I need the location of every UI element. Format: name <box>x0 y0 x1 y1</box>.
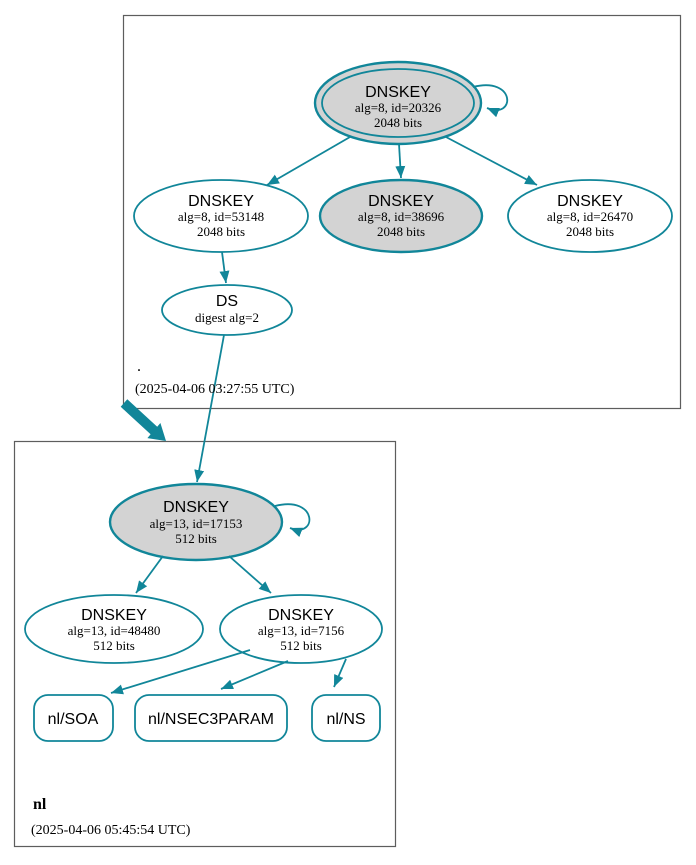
ds-title: DS <box>216 293 238 310</box>
dnskey-node-17153[interactable] <box>108 482 284 562</box>
edge-zsk7156-to-soa <box>110 649 251 695</box>
rrset-node-nl-ns[interactable] <box>311 694 381 742</box>
edge-ksk17153-selfsign <box>274 503 311 538</box>
edge-ksk20326-to-zsk26470 <box>445 136 538 186</box>
ds-detail: digest alg=2 <box>195 310 259 325</box>
edge-ksk20326-selfsign <box>472 84 509 118</box>
ds-node[interactable] <box>161 284 293 336</box>
dnskey-7156-title: DNSKEY <box>268 607 334 624</box>
rrset-label-nl-soa: nl/SOA <box>48 711 99 728</box>
dnskey-26470-title: DNSKEY <box>557 193 623 210</box>
dnskey-node-26470[interactable] <box>507 179 673 253</box>
dnskey-38696-bits: 2048 bits <box>377 224 425 239</box>
dnskey-26470-bits: 2048 bits <box>566 224 614 239</box>
dnskey-node-7156[interactable] <box>219 594 383 664</box>
rrset-label-nl-ns: nl/NS <box>326 711 365 728</box>
edge-ksk17153-to-zsk7156 <box>228 555 272 594</box>
dnskey-20326-title: DNSKEY <box>365 84 431 101</box>
edge-ds-to-ksk17153 <box>194 334 225 483</box>
dnskey-38696-detail: alg=8, id=38696 <box>358 209 445 224</box>
edge-ksk17153-to-zsk48480 <box>135 555 164 594</box>
dnskey-node-20326-inner <box>321 68 475 138</box>
dnskey-node-38696[interactable] <box>318 178 484 254</box>
dnskey-48480-detail: alg=13, id=48480 <box>68 623 161 638</box>
edge-zsk7156-to-ns <box>333 658 347 688</box>
dnskey-node-48480[interactable] <box>24 594 204 664</box>
dnskey-48480-title: DNSKEY <box>81 607 147 624</box>
dnskey-20326-bits: 2048 bits <box>374 115 422 130</box>
dnskey-26470-detail: alg=8, id=26470 <box>547 209 633 224</box>
dnskey-53148-title: DNSKEY <box>188 193 254 210</box>
dnskey-53148-bits: 2048 bits <box>197 224 245 239</box>
dnskey-17153-title: DNSKEY <box>163 499 229 516</box>
dnskey-48480-bits: 512 bits <box>93 638 135 653</box>
dnskey-17153-bits: 512 bits <box>175 531 217 546</box>
dnskey-53148-detail: alg=8, id=53148 <box>178 209 264 224</box>
edge-ksk20326-to-zsk53148 <box>266 136 351 186</box>
dnskey-38696-title: DNSKEY <box>368 193 434 210</box>
edge-zsk53148-to-ds <box>219 251 230 284</box>
edge-zsk7156-to-nsec3param <box>220 660 289 690</box>
zone-timestamp-root: (2025-04-06 03:27:55 UTC) <box>135 382 295 397</box>
dnskey-7156-bits: 512 bits <box>280 638 322 653</box>
edge-ksk20326-to-zsk38696 <box>395 143 406 179</box>
dnskey-17153-detail: alg=13, id=17153 <box>150 516 243 531</box>
zone-label-root: . <box>137 358 141 375</box>
dnskey-7156-detail: alg=13, id=7156 <box>258 623 345 638</box>
zone-timestamp-nl: (2025-04-06 05:45:54 UTC) <box>31 823 191 838</box>
rrset-label-nl-nsec3param: nl/NSEC3PARAM <box>148 711 274 728</box>
dnskey-20326-detail: alg=8, id=20326 <box>355 100 442 115</box>
delegation-arrow-root-to-nl <box>120 399 166 441</box>
dnskey-node-53148[interactable] <box>133 179 309 253</box>
rrset-node-nl-nsec3param[interactable] <box>134 694 288 742</box>
rrset-node-nl-soa[interactable] <box>33 694 114 742</box>
zone-label-nl: nl <box>33 796 47 813</box>
